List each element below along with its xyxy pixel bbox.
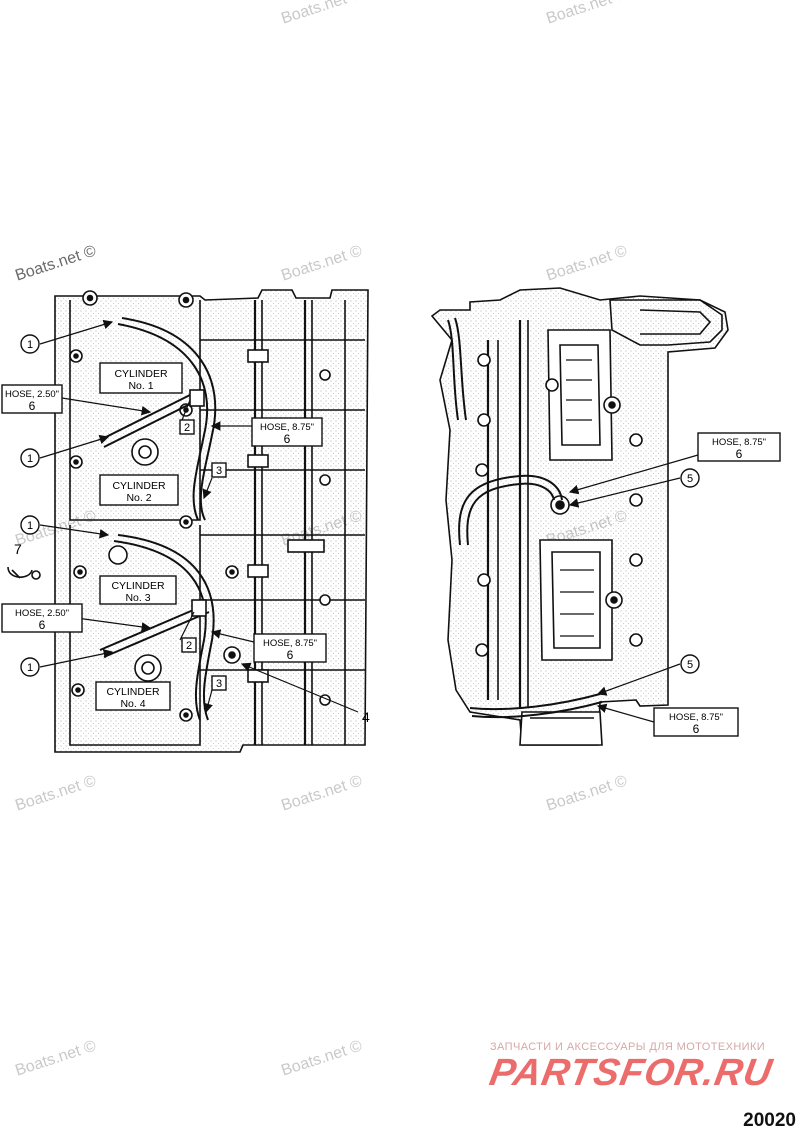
svg-text:6: 6: [693, 722, 700, 736]
callout-circle: 5: [680, 654, 700, 674]
svg-text:1: 1: [27, 662, 33, 674]
svg-text:CYLINDER: CYLINDER: [112, 480, 166, 492]
svg-text:1: 1: [27, 339, 33, 351]
svg-text:HOSE, 2.50": HOSE, 2.50": [15, 608, 69, 619]
svg-text:6: 6: [287, 648, 294, 662]
svg-text:3: 3: [216, 678, 222, 690]
callout-circle: 5: [680, 468, 700, 488]
callout-plain: 4: [362, 709, 370, 725]
svg-text:2: 2: [184, 422, 190, 434]
svg-text:6: 6: [736, 447, 743, 461]
svg-text:No. 4: No. 4: [120, 698, 145, 710]
cylinder-label-4: CYLINDER No. 4: [95, 681, 171, 711]
svg-text:6: 6: [29, 399, 36, 413]
svg-text:HOSE, 8.75": HOSE, 8.75": [263, 638, 317, 649]
callout-square: 2: [181, 637, 197, 653]
callout-circle: 1: [20, 448, 40, 468]
callout-circle: 1: [20, 334, 40, 354]
svg-text:No. 1: No. 1: [128, 380, 153, 392]
right-engine-view: [430, 287, 729, 746]
callout-circle: 1: [20, 657, 40, 677]
callout-square: 2: [179, 419, 195, 435]
svg-text:CYLINDER: CYLINDER: [111, 580, 165, 592]
svg-text:HOSE, 8.75": HOSE, 8.75": [669, 712, 723, 723]
svg-text:5: 5: [687, 473, 693, 485]
right-leader-lines: [568, 454, 699, 723]
svg-text:1: 1: [27, 520, 33, 532]
svg-text:2: 2: [186, 640, 192, 652]
svg-text:CYLINDER: CYLINDER: [114, 368, 168, 380]
hose-label-right-1: HOSE, 8.75" 6: [697, 432, 781, 462]
callout-square: 3: [211, 675, 227, 691]
hose-label-left-3: HOSE, 2.50" 6: [1, 603, 83, 633]
callout-square: 3: [211, 462, 227, 478]
svg-text:No. 3: No. 3: [125, 592, 150, 604]
hose-label-left-2: HOSE, 8.75" 6: [251, 417, 323, 447]
cylinder-label-2: CYLINDER No. 2: [99, 474, 179, 506]
svg-text:6: 6: [39, 618, 46, 632]
callout-plain: 7: [14, 541, 22, 557]
shop-tagline: ЗАПЧАСТИ И АКСЕССУАРЫ ДЛЯ МОТОТЕХНИКИ: [490, 1041, 766, 1053]
svg-text:3: 3: [216, 465, 222, 477]
left-engine-view: [7, 289, 369, 753]
callout-circle: 1: [20, 515, 40, 535]
svg-text:HOSE, 8.75": HOSE, 8.75": [712, 437, 766, 448]
diagram-number: 20020: [743, 1110, 796, 1131]
svg-text:CYLINDER: CYLINDER: [106, 686, 160, 698]
shop-logo: PARTSFOR.RU: [486, 1052, 776, 1094]
svg-text:6: 6: [284, 432, 291, 446]
svg-text:1: 1: [27, 453, 33, 465]
svg-text:HOSE, 8.75": HOSE, 8.75": [260, 422, 314, 433]
cylinder-label-1: CYLINDER No. 1: [99, 362, 183, 394]
svg-text:No. 2: No. 2: [126, 492, 151, 504]
svg-text:HOSE, 2.50": HOSE, 2.50": [5, 389, 59, 400]
hose-label-left-4: HOSE, 8.75" 6: [253, 633, 327, 663]
hose-label-right-2: HOSE, 8.75" 6: [653, 707, 739, 737]
cylinder-label-3: CYLINDER No. 3: [99, 575, 177, 605]
hose-label-left-1: HOSE, 2.50" 6: [1, 384, 63, 414]
svg-text:5: 5: [687, 659, 693, 671]
